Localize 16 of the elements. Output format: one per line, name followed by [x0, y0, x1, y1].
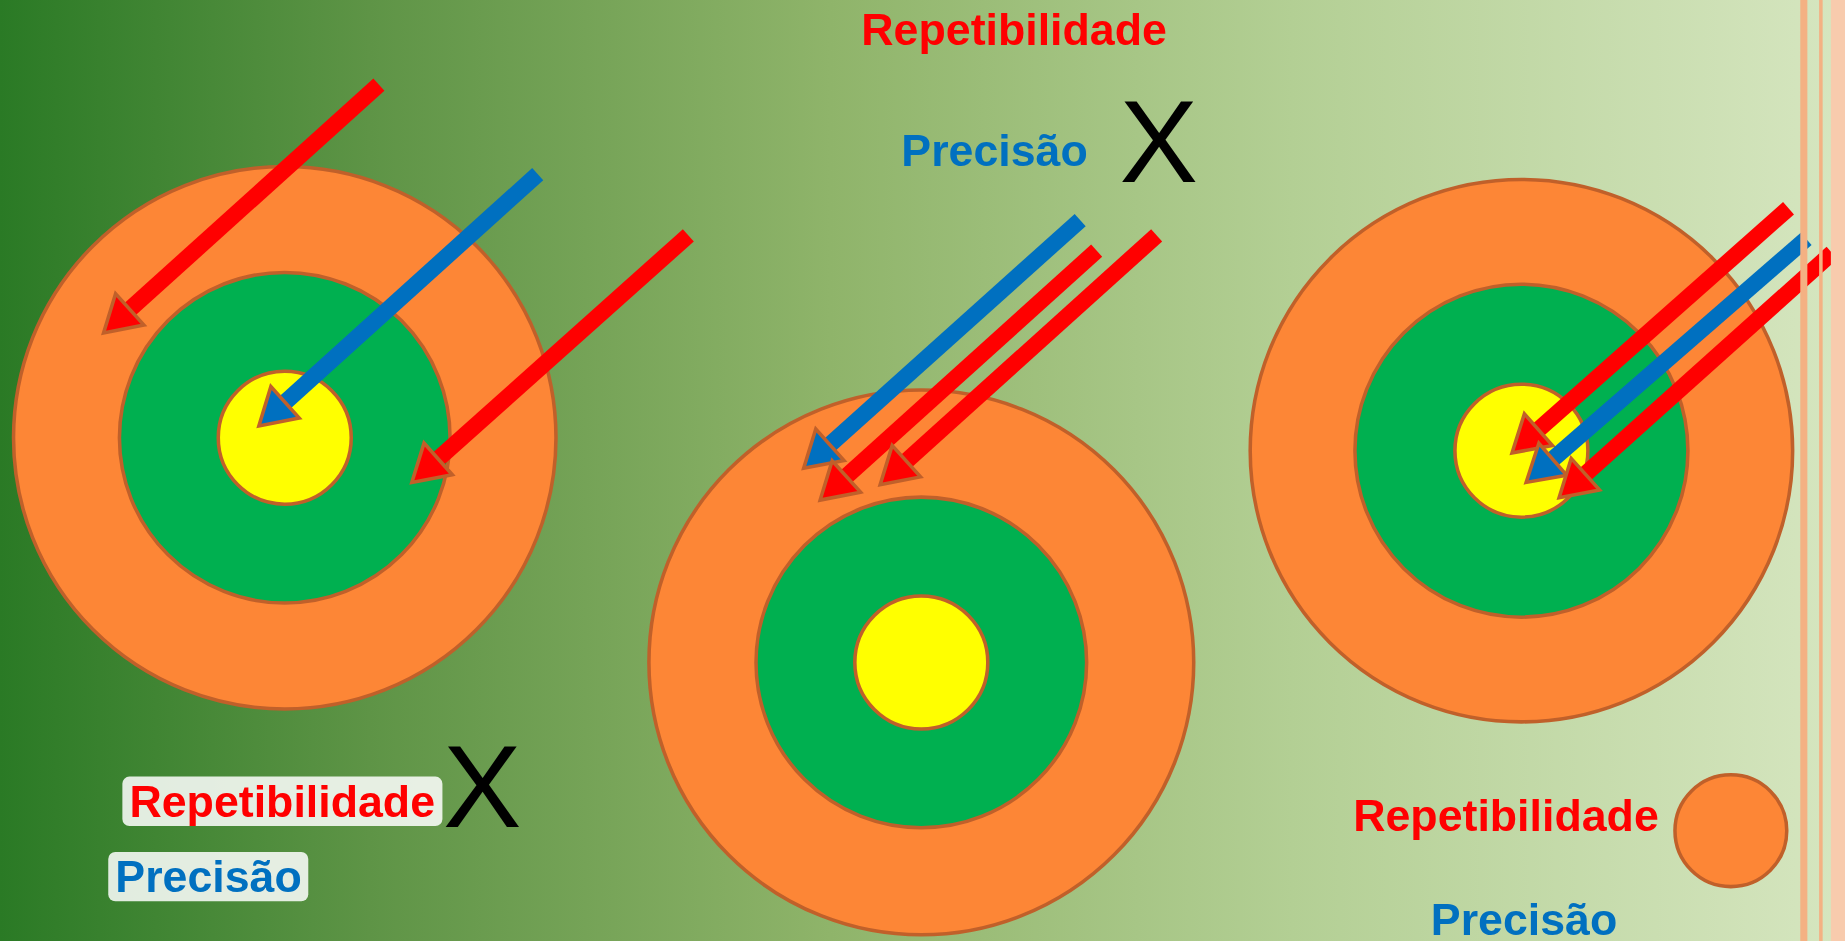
cross-mark: X — [1119, 82, 1199, 201]
label-text: Precisão — [901, 128, 1088, 173]
arrow — [257, 168, 544, 428]
arrow — [1524, 232, 1812, 485]
arrow — [101, 78, 385, 335]
cross-mark: X — [443, 727, 522, 845]
arrow — [818, 244, 1103, 502]
label-text: Precisão — [108, 851, 309, 902]
label-text: Repetibilidade — [1353, 793, 1659, 838]
label-text: Precisão — [1430, 897, 1618, 941]
arrow — [410, 229, 694, 485]
arrow — [878, 229, 1163, 487]
label-text: Repetibilidade — [861, 7, 1167, 52]
label-text: Repetibilidade — [122, 776, 443, 826]
arrow — [1510, 202, 1794, 455]
arrow — [801, 213, 1086, 471]
